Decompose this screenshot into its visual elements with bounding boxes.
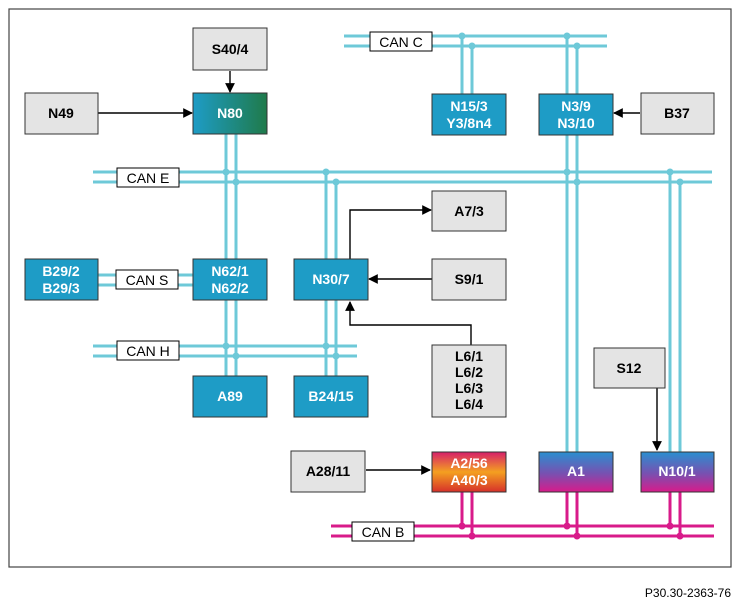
module-l6: L6/1 L6/2 L6/3 L6/4 <box>431 344 507 418</box>
svg-text:CAN E: CAN E <box>127 170 170 186</box>
svg-text:L6/3: L6/3 <box>455 380 483 396</box>
can-s-label: CAN S <box>115 269 179 290</box>
can-e-bus <box>93 170 712 184</box>
svg-text:N3/9: N3/9 <box>561 98 591 114</box>
svg-text:A40/3: A40/3 <box>450 472 488 488</box>
module-b24-15: B24/15 <box>293 375 369 418</box>
module-n15-3: N15/3 Y3/8n4 <box>431 93 507 136</box>
can-e-n10-lines <box>668 172 682 452</box>
module-a2-56: A2/56 A40/3 <box>431 451 507 493</box>
can-c-label: CAN C <box>369 31 433 52</box>
svg-text:CAN C: CAN C <box>379 34 423 50</box>
svg-text:A89: A89 <box>217 388 243 404</box>
n39-a1-lines <box>565 134 579 452</box>
module-s40-4: S40/4 <box>192 27 268 71</box>
module-b37: B37 <box>640 92 715 135</box>
can-h-label: CAN H <box>116 340 180 361</box>
svg-text:L6/1: L6/1 <box>455 348 483 364</box>
module-n10-1: N10/1 <box>640 451 715 493</box>
svg-text:L6/4: L6/4 <box>455 396 483 412</box>
svg-text:A1: A1 <box>567 463 585 479</box>
svg-text:Y3/8n4: Y3/8n4 <box>446 115 491 131</box>
module-a1: A1 <box>538 451 614 493</box>
svg-text:N62/2: N62/2 <box>211 280 249 296</box>
module-n80: N80 <box>192 92 268 135</box>
svg-text:N30/7: N30/7 <box>312 271 350 287</box>
module-n30-7: N30/7 <box>293 258 369 301</box>
svg-text:N10/1: N10/1 <box>658 463 696 479</box>
svg-text:CAN B: CAN B <box>362 524 405 540</box>
svg-text:N15/3: N15/3 <box>450 98 488 114</box>
svg-text:CAN S: CAN S <box>126 272 169 288</box>
svg-text:A28/11: A28/11 <box>306 463 351 479</box>
can-e-nodes <box>222 168 684 186</box>
svg-text:A7/3: A7/3 <box>454 203 484 219</box>
module-n3-9: N3/9 N3/10 <box>538 93 614 136</box>
module-s12: S12 <box>593 347 666 389</box>
svg-text:A2/56: A2/56 <box>450 455 488 471</box>
svg-text:N80: N80 <box>217 105 243 121</box>
svg-text:N3/10: N3/10 <box>557 115 595 131</box>
svg-text:L6/2: L6/2 <box>455 364 483 380</box>
svg-text:B29/2: B29/2 <box>42 263 80 279</box>
svg-text:S9/1: S9/1 <box>455 271 484 287</box>
module-a7-3: A7/3 <box>431 190 507 232</box>
svg-text:S12: S12 <box>617 360 642 376</box>
module-n49: N49 <box>24 92 99 135</box>
figure-reference: P30.30-2363-76 <box>644 586 731 600</box>
svg-text:B29/3: B29/3 <box>42 280 80 296</box>
can-b-label: CAN B <box>351 521 415 542</box>
can-h-nodes <box>222 342 340 360</box>
module-a28-11: A28/11 <box>290 450 366 493</box>
svg-text:N49: N49 <box>48 105 74 121</box>
module-n62: N62/1 N62/2 <box>192 258 268 301</box>
svg-text:S40/4: S40/4 <box>212 41 249 57</box>
svg-text:N62/1: N62/1 <box>211 263 249 279</box>
signal-arrows <box>98 71 662 475</box>
svg-text:B24/15: B24/15 <box>308 388 353 404</box>
svg-text:B37: B37 <box>664 105 690 121</box>
can-e-label: CAN E <box>116 167 180 188</box>
svg-text:CAN H: CAN H <box>126 343 170 359</box>
module-a89: A89 <box>192 375 268 418</box>
module-s9-1: S9/1 <box>431 258 507 301</box>
can-b-nodes <box>458 522 684 540</box>
module-b29: B29/2 B29/3 <box>24 258 99 301</box>
can-c-nodes <box>458 32 581 50</box>
